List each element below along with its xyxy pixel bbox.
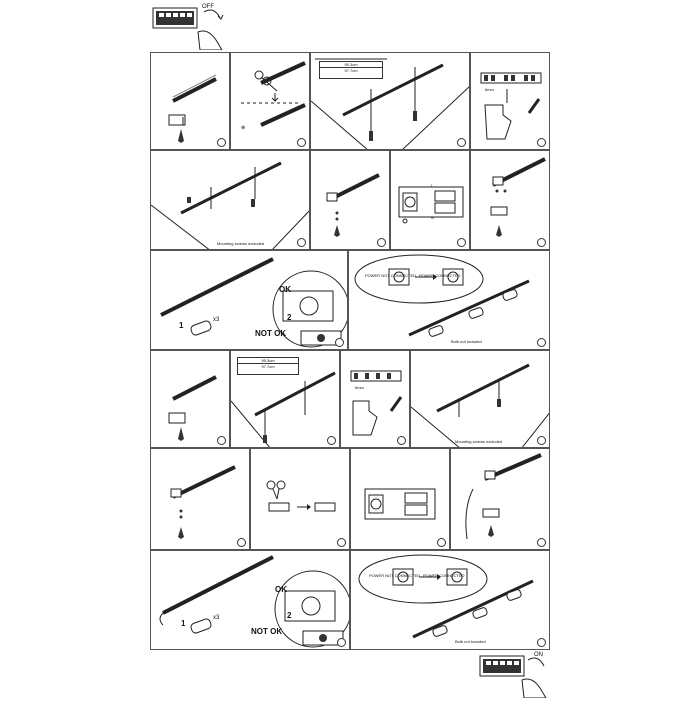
- step-2-label: 2: [287, 313, 292, 322]
- power-connected-label: POWER CONNECTED: [419, 273, 461, 278]
- power-connected-label: POWER CONNECTED: [423, 573, 465, 578]
- off-label: OFF: [202, 4, 214, 10]
- x3-label: x3: [213, 615, 220, 621]
- step-number: [537, 238, 546, 247]
- drilling-illustration: [480, 72, 542, 140]
- a-step-1-panel: [150, 52, 230, 150]
- b-step-2-panel: 95.3cm 97.7cm: [230, 350, 340, 448]
- rail-end-cap-illustration: [168, 74, 217, 143]
- a-dimension-box: 95.3cm 97.7cm: [319, 61, 383, 79]
- power-on-diagram: ON: [470, 650, 550, 699]
- b-step-9-panel: OK 1 2 x3 NOT OK: [150, 550, 350, 650]
- step-number: [437, 538, 446, 547]
- power-connected-illustration: [358, 554, 534, 639]
- ceiling-measurement-illustration: [231, 371, 336, 447]
- step-number: [537, 138, 546, 147]
- step-number: [537, 338, 546, 347]
- a-mounting-screws-note: Mounting screws excluded: [217, 241, 265, 246]
- ceiling-mount-illustration: [411, 363, 549, 447]
- step-number: [377, 238, 386, 247]
- a-step-9-panel: OK 1 2 x3 NOT OK: [150, 250, 348, 350]
- step-number: [297, 238, 306, 247]
- dimension-bottom: 97.7cm: [261, 364, 275, 369]
- a-step-6-panel: [310, 150, 390, 250]
- b-step-8-panel: [450, 448, 550, 550]
- step-1-label: 1: [181, 619, 186, 628]
- step-number: [537, 638, 546, 647]
- step-number: [217, 138, 226, 147]
- step-number: [217, 436, 226, 445]
- ceiling-mount-illustration: [151, 161, 309, 249]
- bulb-not-included-note: Bulb not included: [455, 639, 486, 644]
- b-step-4-panel: Mounting screws excluded: [410, 350, 550, 448]
- live-wire-label: L: [431, 183, 434, 188]
- step-number: [327, 436, 336, 445]
- spotlight-attach-illustration: [160, 257, 347, 348]
- step-2-label: 2: [287, 611, 292, 620]
- b-step-10-panel: POWER NOT CONNECTED POWER CONNECTED Bulb…: [350, 550, 550, 650]
- cable-clip-illustration: [266, 480, 336, 512]
- power-connected-illustration: [354, 254, 530, 337]
- ceiling-measurement-illustration: [311, 58, 469, 149]
- end-cap-screw-illustration: [326, 173, 380, 237]
- wiring-terminal-illustration: [398, 186, 464, 224]
- b-step-6-panel: [250, 448, 350, 550]
- dimension-top: 95.3cm: [320, 62, 382, 68]
- step-1-label: 1: [179, 321, 184, 330]
- b-step-5-panel: [150, 448, 250, 550]
- wiring-terminal-illustration: [364, 488, 436, 520]
- step-number: [397, 436, 406, 445]
- power-off-diagram: OFF: [150, 2, 230, 51]
- step-number: [335, 338, 344, 347]
- power-off-switch-icon: [152, 7, 224, 51]
- a-step-4-panel: 6mm: [470, 52, 550, 150]
- a-step-2-panel: ⊕: [230, 52, 310, 150]
- ok-label: OK: [275, 585, 287, 594]
- step-number: [237, 538, 246, 547]
- cover-attach-illustration: [490, 157, 546, 237]
- b-mounting-screws-note: Mounting screws excluded: [455, 439, 503, 444]
- not-ok-label: NOT OK: [251, 627, 283, 636]
- a-step-10-panel: POWER NOT CONNECTED POWER CONNECTED Bulb…: [348, 250, 550, 350]
- step-number: [337, 638, 346, 647]
- a-step-3-panel: 95.3cm 97.7cm: [310, 52, 470, 150]
- a-step-5-panel: Mounting screws excluded: [150, 150, 310, 250]
- drill-size-label: 6mm: [355, 385, 364, 390]
- b-step-7-panel: [350, 448, 450, 550]
- drill-size-label: 6mm: [485, 87, 494, 92]
- rail-end-cap-illustration: [168, 375, 217, 441]
- power-on-switch-icon: [479, 655, 547, 699]
- x3-label: x3: [213, 317, 220, 323]
- ok-label: OK: [279, 285, 291, 294]
- b-step-3-panel: 6mm: [340, 350, 410, 448]
- end-cap-screw-illustration: [170, 465, 236, 539]
- neutral-wire-label: N: [431, 215, 434, 220]
- dimension-top: 95.3cm: [238, 358, 298, 364]
- step-number: [457, 238, 466, 247]
- not-ok-label: NOT OK: [255, 329, 287, 338]
- step-number: [337, 538, 346, 547]
- step-number: [537, 538, 546, 547]
- bulb-not-included-note: Bulb not included: [451, 339, 482, 344]
- power-not-connected-label: POWER NOT CONNECTED: [365, 273, 417, 278]
- step-number: [297, 138, 306, 147]
- b-dimension-box: 95.3cm 97.7cm: [237, 357, 299, 375]
- rail-cutting-illustration: ⊕: [241, 61, 306, 131]
- b-step-1-panel: [150, 350, 230, 448]
- step-number: [457, 138, 466, 147]
- power-not-connected-label: POWER NOT CONNECTED: [369, 573, 421, 578]
- on-label: ON: [534, 652, 543, 658]
- spotlight-attach-illustration: [159, 555, 349, 648]
- step-number: [537, 436, 546, 445]
- a-step-7-panel: L N: [390, 150, 470, 250]
- a-step-8-panel: [470, 150, 550, 250]
- svg-text:⊕: ⊕: [241, 125, 245, 131]
- cover-attach-illustration: [465, 453, 542, 540]
- drilling-illustration: [350, 370, 403, 436]
- dimension-bottom: 97.7cm: [344, 68, 358, 73]
